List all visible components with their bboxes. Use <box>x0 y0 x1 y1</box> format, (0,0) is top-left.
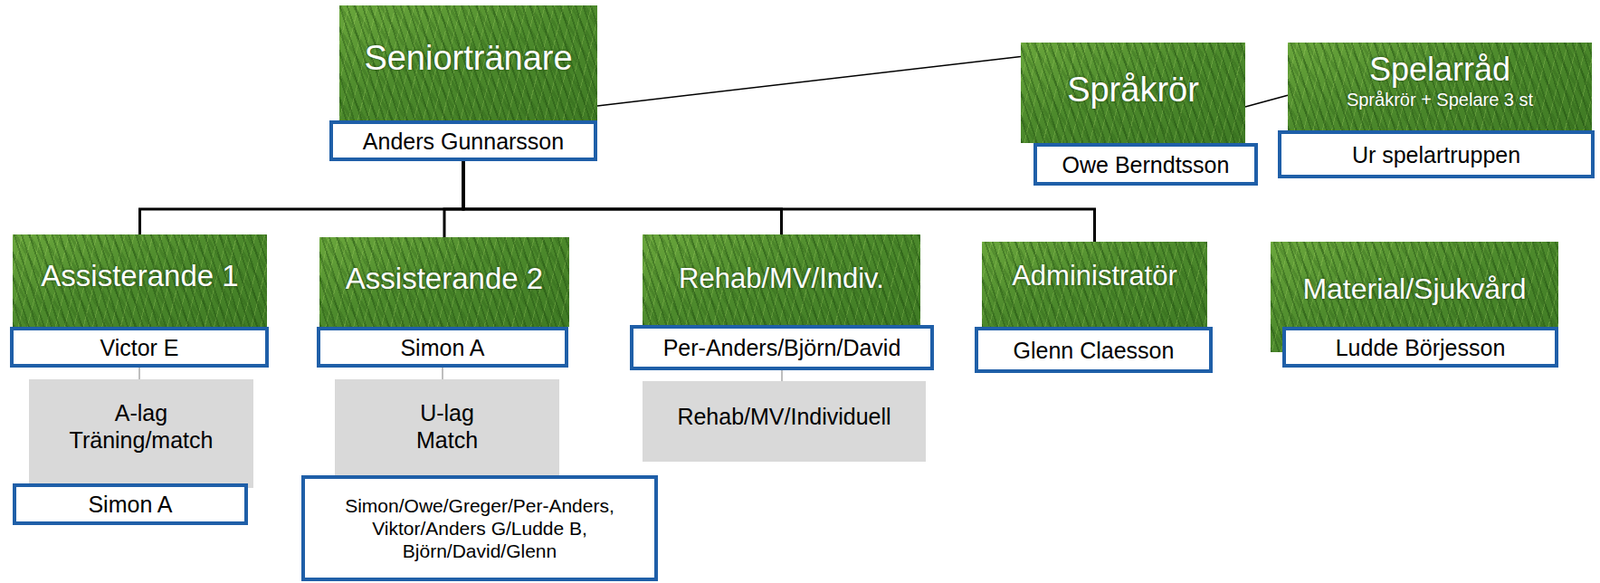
task-box: Rehab/MV/Individuell <box>642 380 926 462</box>
task-box: U-lag Match <box>334 379 560 480</box>
box-label: Ludde Börjesson <box>1335 333 1506 362</box>
box-label: Simon/Owe/Greger/Per-Anders, Viktor/Ande… <box>312 494 648 563</box>
role-box: Rehab/MV/Indiv. <box>642 234 921 325</box>
box-label: Owe Berndtsson <box>1062 151 1230 179</box>
box-label: Assisterande 2 <box>345 260 543 297</box>
org-connector <box>597 57 1021 106</box>
name-box: Simon A <box>316 326 569 368</box>
name-box: Per-Anders/Björn/David <box>629 324 934 371</box>
org-connector <box>463 161 782 235</box>
name-box: Owe Berndtsson <box>1033 142 1258 186</box>
box-label: Ur spelartruppen <box>1352 141 1521 169</box>
name-box: Anders Gunnarsson <box>329 120 598 162</box>
name-box: Simon A <box>12 483 248 525</box>
name-box: Ludde Börjesson <box>1282 326 1559 368</box>
box-label: A-lag Träning/match <box>55 399 228 454</box>
org-connector <box>463 161 1096 242</box>
name-box: Ur spelartruppen <box>1277 130 1595 179</box>
box-label: Rehab/MV/Individuell <box>676 402 891 430</box>
name-box: Simon/Owe/Greger/Per-Anders, Viktor/Ande… <box>301 475 658 581</box>
box-label: Glenn Claesson <box>1013 336 1175 364</box>
box-label: Anders Gunnarsson <box>362 127 564 155</box>
box-label: Simon A <box>87 490 172 518</box>
box-label: Per-Anders/Björn/David <box>663 333 902 362</box>
role-box: Assisterande 1 <box>12 234 267 327</box>
box-label: Spelarråd <box>1369 49 1511 89</box>
box-label: Seniortränare <box>363 38 572 80</box>
box-label: Victor E <box>99 333 179 362</box>
org-connector <box>444 161 464 238</box>
role-box: Seniortränare <box>339 5 598 125</box>
box-label: Simon A <box>400 333 485 362</box>
org-connector <box>781 370 783 381</box>
box-label: Språkrör <box>1066 69 1200 112</box>
role-box: Språkrör <box>1020 42 1246 143</box>
org-connector <box>139 367 141 380</box>
org-connector <box>140 161 465 235</box>
role-box: SpelarrådSpråkrör + Spelare 3 st <box>1287 42 1592 131</box>
task-box: A-lag Träning/match <box>28 379 254 488</box>
org-connector <box>1245 95 1288 107</box>
role-box: Administratör <box>981 241 1208 329</box>
box-label: Rehab/MV/Indiv. <box>678 261 885 296</box>
org-connector <box>442 367 444 380</box>
box-label: Assisterande 1 <box>40 257 239 295</box>
box-label: U-lag Match <box>392 399 502 454</box>
role-box: Assisterande 2 <box>319 237 570 327</box>
name-box: Glenn Claesson <box>974 326 1213 373</box>
box-subtitle: Språkrör + Spelare 3 st <box>1346 88 1534 111</box>
name-box: Victor E <box>9 326 269 368</box>
box-label: Material/Sjukvård <box>1302 271 1526 306</box>
box-label: Administratör <box>1011 258 1178 293</box>
